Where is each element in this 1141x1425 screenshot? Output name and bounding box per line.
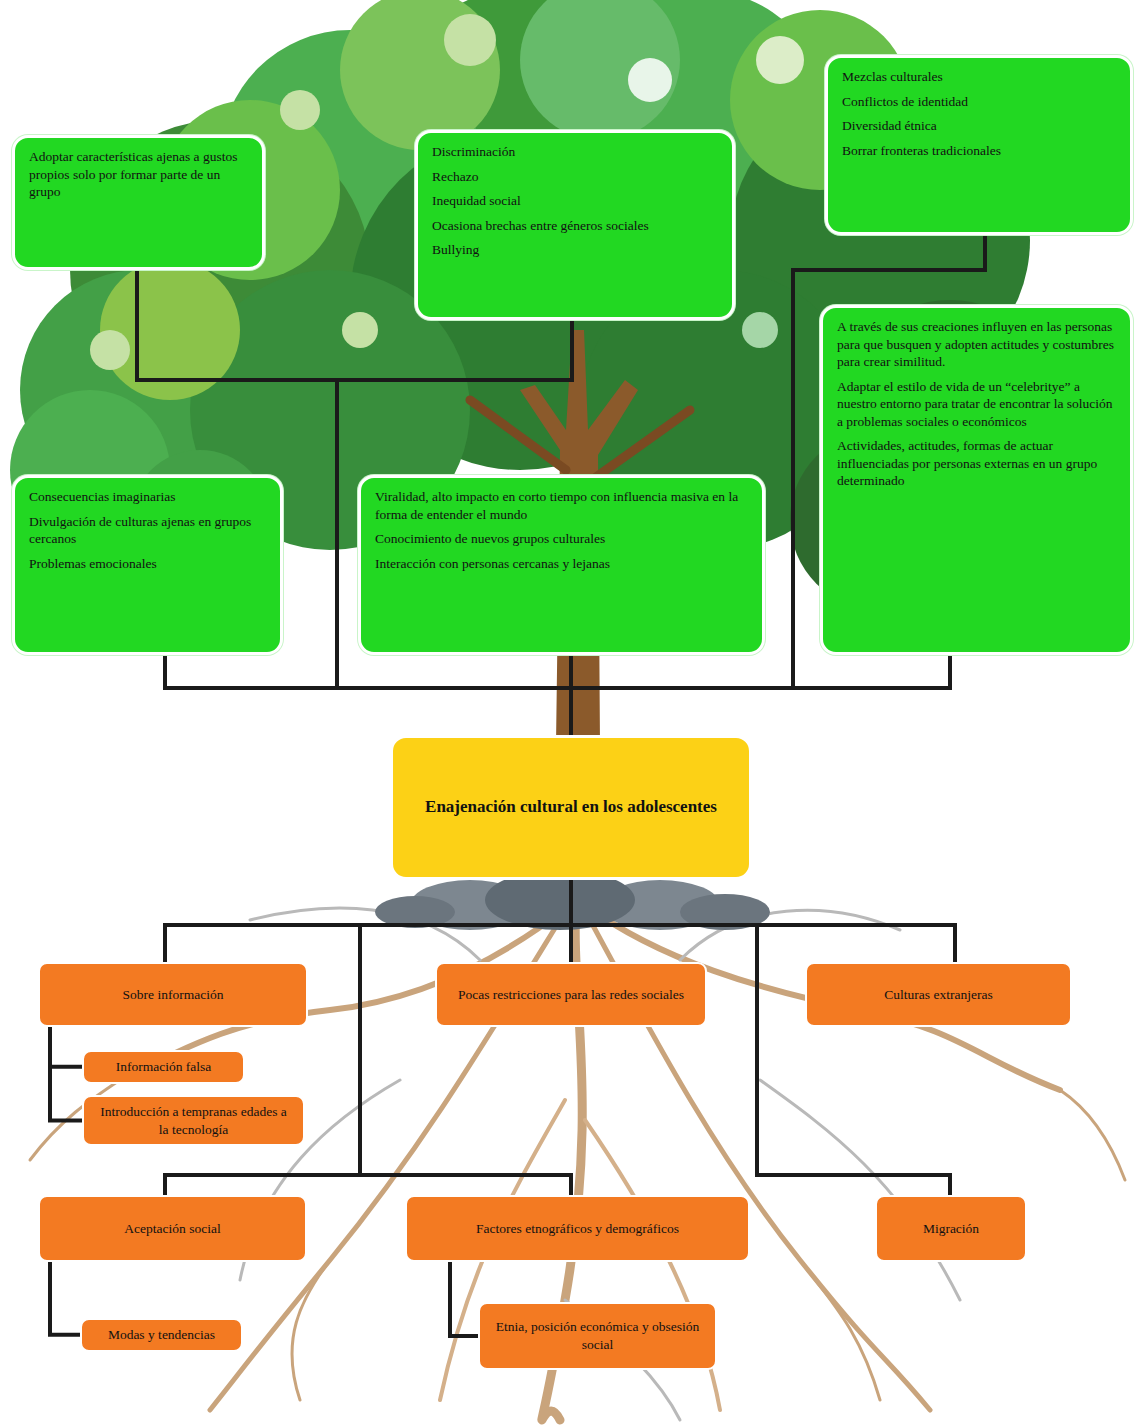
box-text: Problemas emocionales [29, 555, 266, 573]
box-text: Divulgación de culturas ajenas en grupos… [29, 513, 266, 548]
box-text: Viralidad, alto impacto en corto tiempo … [375, 488, 748, 523]
central-topic-box: Enajenación cultural en los adolescentes [390, 735, 752, 880]
connector-line [165, 655, 571, 735]
cause-box: Modas y tendencias [80, 1318, 243, 1352]
connector-line [571, 880, 950, 1195]
cause-box: Aceptación social [38, 1195, 307, 1262]
connector-line [50, 1027, 82, 1121]
cause-box: Migración [875, 1195, 1027, 1262]
box-text: Conocimiento de nuevos grupos culturales [375, 530, 748, 548]
cause-box: Culturas extranjeras [805, 962, 1072, 1027]
effect-box: Viralidad, alto impacto en corto tiempo … [358, 475, 765, 655]
box-text: Culturas extranjeras [817, 986, 1060, 1004]
box-text: Conflictos de identidad [842, 93, 1116, 111]
box-text: Introducción a tempranas edades a la tec… [94, 1103, 293, 1138]
box-text: Diversidad étnica [842, 117, 1116, 135]
cause-box: Factores etnográficos y demográficos [405, 1195, 750, 1262]
cause-box: Información falsa [82, 1050, 245, 1084]
box-text: Etnia, posición económica y obsesión soc… [490, 1318, 705, 1353]
box-text: Adaptar el estilo de vida de un “celebri… [837, 378, 1116, 431]
box-text: Factores etnográficos y demográficos [417, 1220, 738, 1238]
effect-box: Consecuencias imaginariasDivulgación de … [12, 475, 283, 655]
connector-line [165, 880, 571, 1195]
connector-line [165, 880, 571, 962]
cause-box: Introducción a tempranas edades a la tec… [82, 1095, 305, 1146]
box-text: Interacción con personas cercanas y leja… [375, 555, 748, 573]
box-text: Actividades, actitudes, formas de actuar… [837, 437, 1116, 490]
box-text: Bullying [432, 241, 718, 259]
box-text: Enajenación cultural en los adolescentes [409, 796, 733, 818]
cause-box: Pocas restricciones para las redes socia… [435, 962, 707, 1027]
connector-line [50, 1262, 80, 1335]
box-text: Consecuencias imaginarias [29, 488, 266, 506]
effect-box: A través de sus creaciones influyen en l… [820, 305, 1133, 655]
effect-box: Mezclas culturalesConflictos de identida… [825, 55, 1133, 235]
box-text: Aceptación social [50, 1220, 295, 1238]
box-text: A través de sus creaciones influyen en l… [837, 318, 1116, 371]
cause-box: Sobre información [38, 962, 308, 1027]
box-text: Sobre información [50, 986, 296, 1004]
connector-line [50, 1027, 82, 1067]
tree-roots [30, 900, 1125, 1420]
connector-line [571, 880, 955, 962]
box-text: Adoptar características ajenas a gustos … [29, 148, 248, 201]
connector-line [450, 1262, 478, 1336]
box-text: Modas y tendencias [92, 1326, 231, 1344]
box-text: Rechazo [432, 168, 718, 186]
box-text: Mezclas culturales [842, 68, 1116, 86]
box-text: Ocasiona brechas entre géneros sociales [432, 217, 718, 235]
box-text: Borrar fronteras tradicionales [842, 142, 1116, 160]
box-text: Pocas restricciones para las redes socia… [447, 986, 695, 1004]
effect-box: Adoptar características ajenas a gustos … [12, 135, 265, 270]
box-text: Información falsa [94, 1058, 233, 1076]
box-text: Migración [887, 1220, 1015, 1238]
effect-box: DiscriminaciónRechazoInequidad socialOca… [415, 130, 735, 320]
connector-line [571, 655, 950, 735]
box-text: Inequidad social [432, 192, 718, 210]
box-text: Discriminación [432, 143, 718, 161]
connector-line [360, 880, 571, 1195]
cause-box: Etnia, posición económica y obsesión soc… [478, 1302, 717, 1370]
